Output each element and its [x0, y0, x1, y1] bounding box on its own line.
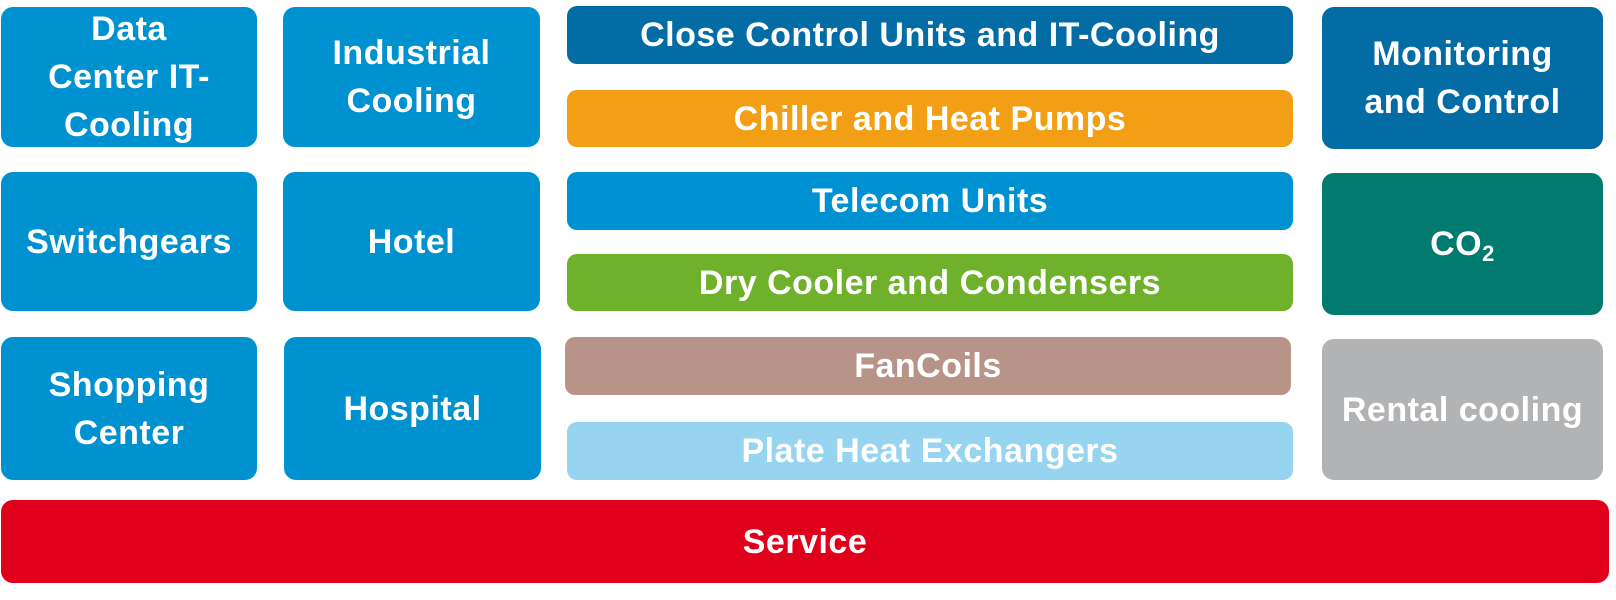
product-fancoils[interactable]: FanCoils	[565, 337, 1291, 395]
segment-data-center[interactable]: Data Center IT-Cooling	[1, 7, 257, 147]
segment-hospital[interactable]: Hospital	[284, 337, 541, 480]
rental-cooling[interactable]: Rental cooling	[1322, 339, 1603, 480]
monitoring-and-control[interactable]: Monitoring and Control	[1322, 7, 1603, 149]
service-bar[interactable]: Service	[1, 500, 1609, 583]
segment-hotel[interactable]: Hotel	[283, 172, 540, 311]
product-plate-heat-exchangers[interactable]: Plate Heat Exchangers	[567, 422, 1293, 480]
segment-shopping-center[interactable]: Shopping Center	[1, 337, 257, 480]
segment-switchgears[interactable]: Switchgears	[1, 172, 257, 311]
co2-tile[interactable]: CO2	[1322, 173, 1603, 315]
co2-main-text: CO	[1430, 225, 1483, 263]
product-chiller-heat-pumps[interactable]: Chiller and Heat Pumps	[567, 90, 1293, 147]
product-close-control-units[interactable]: Close Control Units and IT-Cooling	[567, 6, 1293, 64]
product-dry-cooler[interactable]: Dry Cooler and Condensers	[567, 254, 1293, 311]
product-telecom-units[interactable]: Telecom Units	[567, 172, 1293, 230]
segment-industrial-cooling[interactable]: Industrial Cooling	[283, 7, 540, 147]
co2-subscript: 2	[1482, 241, 1495, 266]
co2-label: CO2	[1430, 220, 1495, 268]
